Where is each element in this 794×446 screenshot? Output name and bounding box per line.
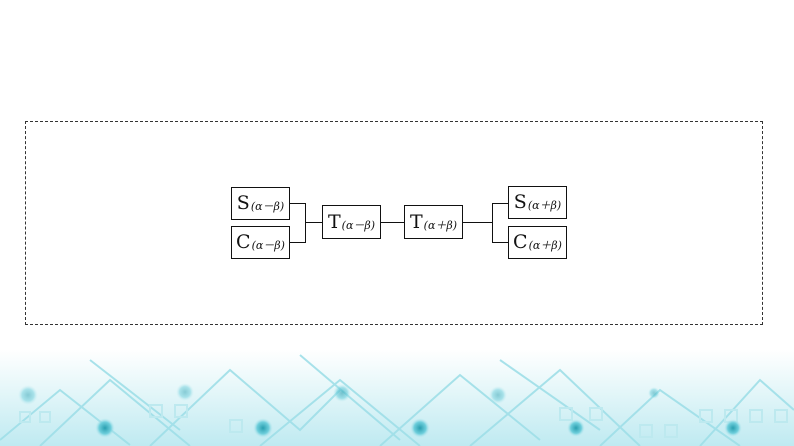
node-main-letter: T xyxy=(327,210,341,233)
node-s-alpha-plus-beta: S(α＋β) xyxy=(508,186,567,219)
node-subscript: (α－β) xyxy=(341,218,376,232)
connector-line xyxy=(492,203,509,205)
connector-line xyxy=(463,222,493,224)
connector-line xyxy=(492,242,509,244)
node-t-alpha-minus-beta: T(α－β) xyxy=(322,205,381,239)
node-main-letter: S xyxy=(236,192,250,214)
connector-line xyxy=(381,222,405,224)
node-subscript: (α－β) xyxy=(250,200,285,213)
dashed-frame xyxy=(25,121,763,325)
node-main-letter: C xyxy=(236,231,251,253)
node-subscript: (α＋β) xyxy=(528,239,562,252)
node-main-letter: C xyxy=(513,231,528,253)
node-c-alpha-minus-beta: C(α－β) xyxy=(231,226,290,259)
node-main-letter: T xyxy=(409,210,423,233)
node-subscript: (α＋β) xyxy=(423,218,458,232)
connector-line xyxy=(290,203,306,205)
connector-line xyxy=(492,203,494,243)
node-subscript: (α＋β) xyxy=(527,199,562,212)
node-c-alpha-plus-beta: C(α＋β) xyxy=(508,226,567,259)
footer-decoration xyxy=(0,350,794,446)
node-subscript: (α－β) xyxy=(251,239,285,252)
connector-line xyxy=(290,242,306,244)
node-t-alpha-plus-beta: T(α＋β) xyxy=(404,205,463,239)
connector-line xyxy=(305,222,323,224)
node-main-letter: S xyxy=(513,191,527,213)
node-s-alpha-minus-beta: S(α－β) xyxy=(231,187,290,220)
